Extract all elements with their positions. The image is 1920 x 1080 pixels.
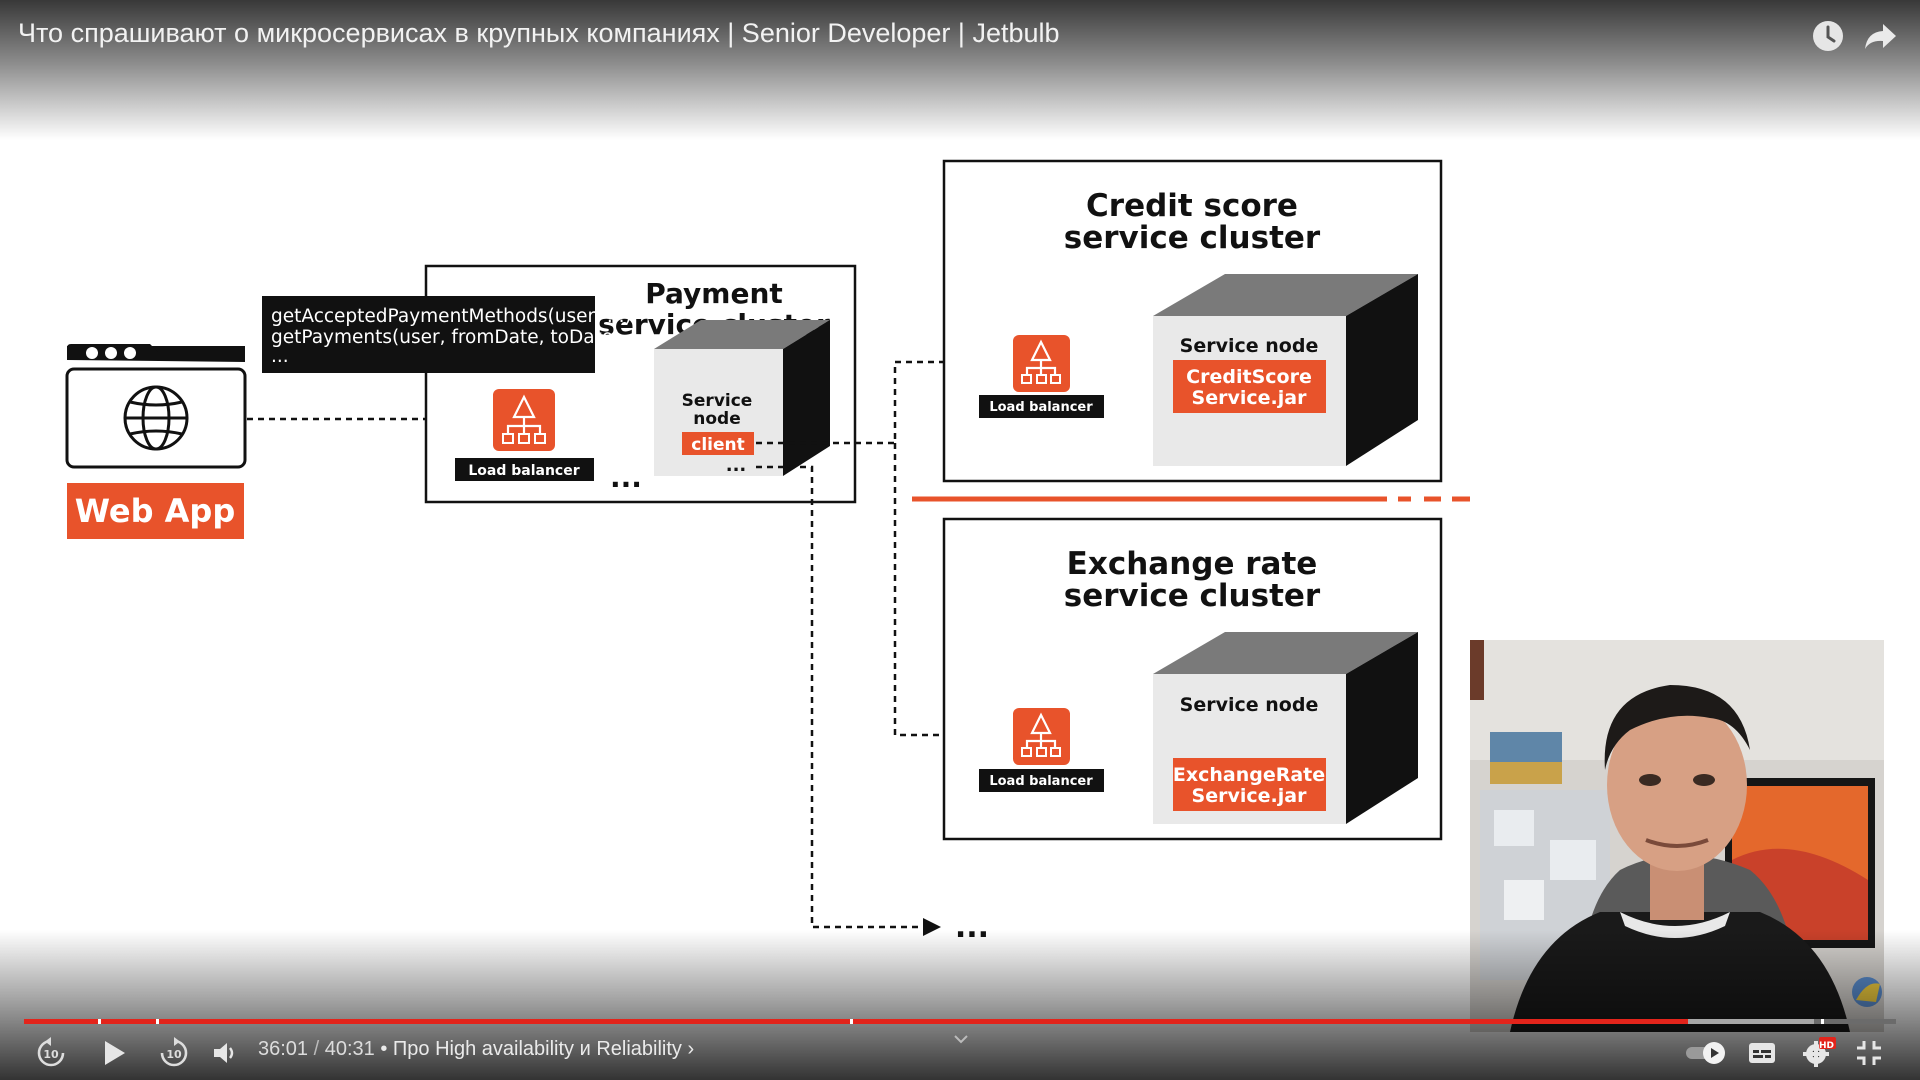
time-separator: / [308, 1038, 325, 1060]
chevron-up-icon[interactable] [950, 1028, 972, 1050]
web-app-label: Web App [75, 492, 235, 530]
client-label: client [691, 435, 745, 455]
svg-text:10: 10 [166, 1048, 182, 1061]
chapter-title[interactable]: • Про High availability и Reliability [380, 1038, 682, 1060]
time-and-chapter[interactable]: 36:01 / 40:31 • Про High availability и … [258, 1038, 694, 1061]
player-controls: 10 10 36:01 / 40:31 • Про High availabil… [0, 1030, 1920, 1076]
web-app-badge [67, 483, 244, 539]
play-icon[interactable] [96, 1036, 130, 1070]
payment-lb-label-bg [455, 458, 594, 481]
credit-lb-label-bg [979, 395, 1104, 418]
current-time: 36:01 [258, 1038, 309, 1060]
exchange-jar-badge [1173, 758, 1326, 811]
duration: 40:31 [324, 1038, 375, 1060]
hd-badge: HD [1819, 1041, 1835, 1051]
exchange-lb-label: Load balancer [989, 774, 1093, 789]
client-connections [756, 360, 978, 929]
client-badge [682, 432, 754, 455]
chapter-divider [98, 1019, 101, 1024]
progress-bar[interactable] [24, 1019, 1896, 1024]
credit-cluster-title-1: Credit score [1086, 188, 1298, 224]
code-line-2: getPayments(user, fromDate, toDate) [271, 327, 620, 348]
svg-text:10: 10 [43, 1048, 59, 1061]
credit-load-balancer-icon [1013, 335, 1070, 392]
payment-load-balancer-icon [493, 389, 555, 451]
credit-jar-line-2: Service.jar [1192, 387, 1308, 409]
web-app-browser-icon [65, 344, 247, 469]
bottom-gradient [0, 930, 1920, 1080]
chapter-chevron[interactable]: › [687, 1038, 695, 1060]
exchange-jar-line-2: Service.jar [1192, 785, 1308, 807]
exchange-cluster-title-1: Exchange rate [1067, 546, 1318, 582]
exchange-node-label: Service node [1180, 694, 1319, 716]
credit-node-label: Service node [1180, 335, 1319, 357]
payment-ellipsis: ... [610, 461, 642, 494]
chapter-divider [850, 1019, 853, 1024]
credit-lb-label: Load balancer [989, 400, 1093, 415]
top-gradient [0, 0, 1920, 140]
payment-node-ellipsis: ... [726, 455, 747, 476]
fullscreen-exit-icon[interactable] [1854, 1038, 1884, 1068]
chapter-divider [1821, 1019, 1824, 1024]
autoplay-toggle-icon[interactable] [1684, 1038, 1730, 1068]
settings-icon[interactable] [1800, 1036, 1836, 1070]
volume-icon[interactable] [210, 1038, 240, 1068]
subtitles-icon[interactable] [1746, 1038, 1778, 1068]
code-line-3: ... [271, 346, 289, 367]
code-line-1: getAcceptedPaymentMethods(user, ...) [271, 306, 632, 327]
exchange-cluster-title-2: service cluster [1064, 578, 1321, 614]
credit-jar-line-1: CreditScore [1186, 366, 1312, 388]
replay-10-icon[interactable]: 10 [34, 1036, 68, 1070]
code-box [262, 296, 595, 373]
payment-cluster-title-1: Payment [645, 277, 783, 310]
exchange-lb-label-bg [979, 769, 1104, 792]
share-icon[interactable] [1862, 18, 1898, 54]
payment-lb-label: Load balancer [468, 463, 579, 479]
exchange-service-node [1153, 632, 1418, 824]
progress-played [24, 1019, 1689, 1024]
credit-cluster-title-2: service cluster [1064, 220, 1321, 256]
globe-icon [123, 385, 189, 451]
credit-jar-badge [1173, 360, 1326, 413]
exchange-load-balancer-icon [1013, 708, 1070, 765]
chapter-divider [156, 1019, 159, 1024]
video-title[interactable]: Что спрашивают о микросервисах в крупных… [18, 18, 1060, 48]
payment-node-label-2: node [693, 409, 740, 429]
watch-later-icon[interactable] [1810, 18, 1846, 54]
payment-node-label-1: Service [682, 391, 753, 411]
exchange-jar-line-1: ExchangeRate [1173, 764, 1325, 786]
forward-10-icon[interactable]: 10 [157, 1036, 191, 1070]
